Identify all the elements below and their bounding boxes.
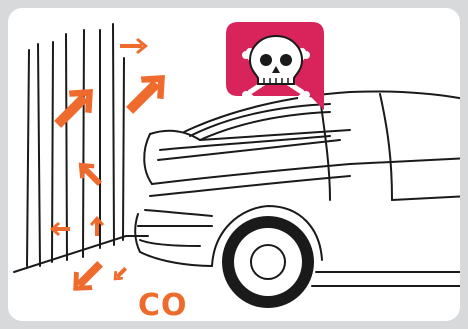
carbon-monoxide-label: CO	[138, 291, 188, 321]
skull-and-crossbones-icon	[226, 22, 324, 110]
arrow-up-icon	[90, 216, 104, 236]
arrow-down-left-icon	[109, 264, 130, 285]
arrow-up-left-icon	[72, 156, 107, 191]
arrow-down-left-icon	[64, 255, 109, 300]
garage-scene	[8, 8, 460, 321]
arrow-right-icon	[120, 38, 148, 54]
car-wheel	[222, 216, 314, 308]
garage-wall	[14, 24, 148, 272]
illustration-panel: CO	[8, 8, 460, 321]
arrow-up-right-icon	[46, 78, 104, 136]
arrow-up-right-icon	[118, 64, 176, 122]
